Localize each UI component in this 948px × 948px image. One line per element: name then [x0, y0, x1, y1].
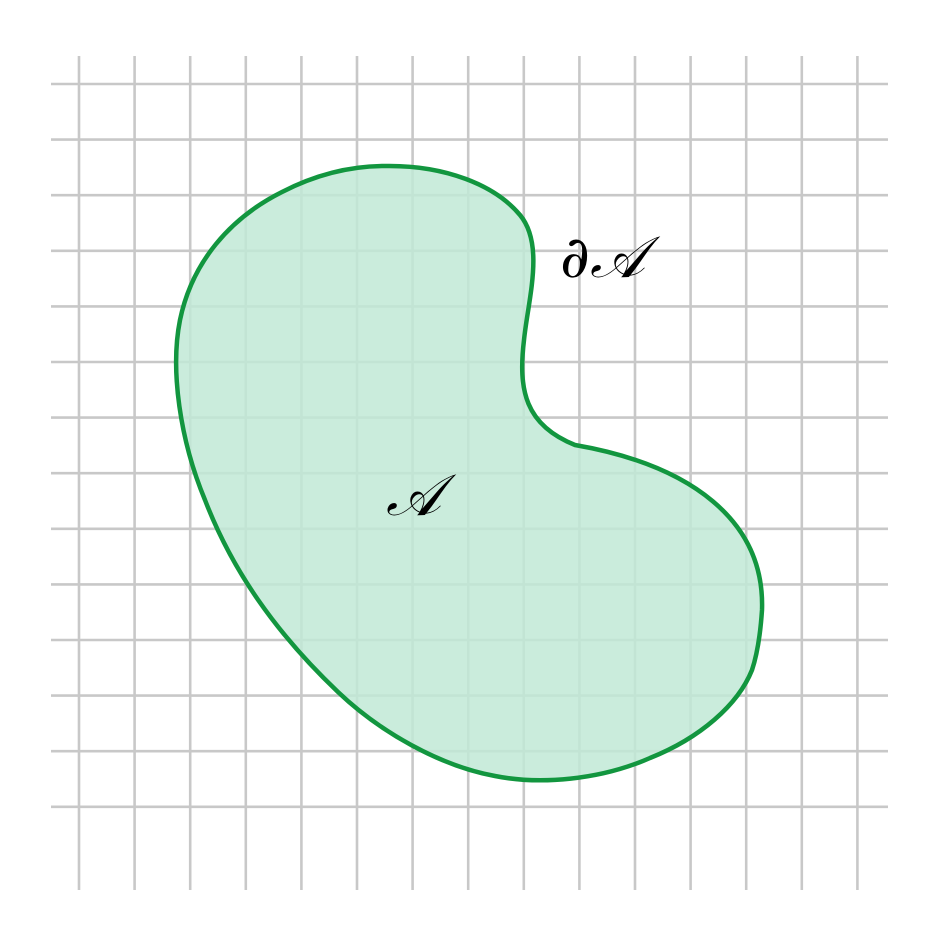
region-a-shape — [173, 163, 765, 783]
boundary-label: ∂𝒜 — [560, 223, 661, 291]
